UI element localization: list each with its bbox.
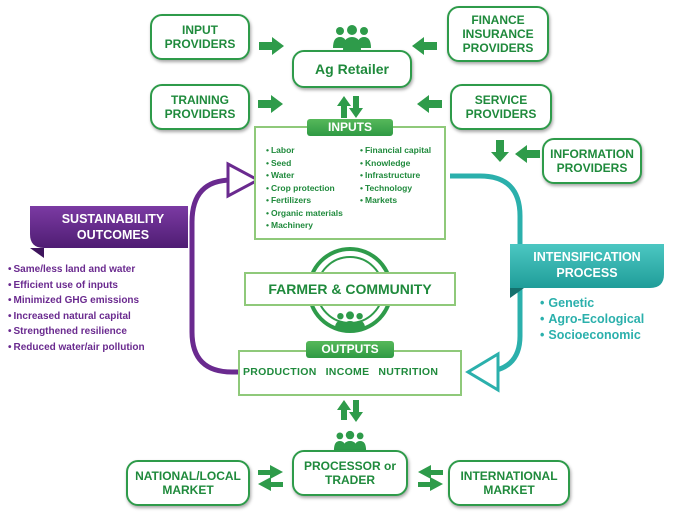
arrow-outputs-processor-up [337,400,351,420]
international-line-1: INTERNATIONAL [460,469,558,483]
input-item: Infrastructure [360,169,431,182]
sustainability-item: Increased natural capital [8,309,145,325]
arrow-finance-to-retailer [412,37,437,55]
inputs-list-right: Financial capital Knowledge Infrastructu… [360,144,431,207]
intensification-banner [510,244,664,298]
information-line-1: INFORMATION [550,147,634,161]
finance-line-3: PROVIDERS [462,41,534,55]
arrow-national-to-processor [258,465,283,479]
arrow-processor-to-international [418,477,443,491]
processor-line-2: TRADER [324,473,375,487]
inputs-list-left: Labor Seed Water Crop protection Fertili… [266,144,343,232]
intensification-title: INTENSIFICATION PROCESS [512,249,662,281]
ag-retailer-label: Ag Retailer [315,61,389,77]
arrow-input-to-retailer [259,37,284,55]
intensification-list: Genetic Agro-Ecological Socioeconomic [540,295,644,343]
national-line-1: NATIONAL/LOCAL [135,469,241,483]
service-line-2: PROVIDERS [465,107,537,121]
sustainability-item: Reduced water/air pollution [8,340,145,356]
finance-line-2: INSURANCE [462,27,534,41]
intensification-item: Agro-Ecological [540,311,644,327]
arrow-international-to-processor [418,465,443,479]
international-line-2: MARKET [483,483,535,497]
arrow-outputs-processor-down [349,400,363,422]
input-item: Crop protection [266,182,343,195]
processor-line-1: PROCESSOR or [303,459,396,473]
training-line-2: PROVIDERS [164,107,236,121]
input-item: Labor [266,144,343,157]
input-providers-line-1: INPUT [182,23,218,37]
service-line-1: SERVICE [474,93,528,107]
input-item: Knowledge [360,157,431,170]
information-line-2: PROVIDERS [556,161,628,175]
sustainability-item: Same/less land and water [8,262,145,278]
input-item: Organic materials [266,207,343,220]
arrow-retailer-inputs-up [337,96,351,118]
sustainability-arrowhead [226,161,262,199]
outputs-title: OUTPUTS [306,341,394,358]
intensification-item: Genetic [540,295,644,311]
input-item: Financial capital [360,144,431,157]
intensification-title-line-2: PROCESS [556,266,618,280]
input-item: Seed [266,157,343,170]
sustainability-item: Strengthened resilience [8,324,145,340]
national-line-2: MARKET [162,483,214,497]
sustainability-item: Efficient use of inputs [8,278,145,294]
ag-retailer-box: Ag Retailer [292,50,412,88]
output-item: INCOME [325,366,370,378]
sustainability-title: SUSTAINABILITY OUTCOMES [38,211,188,243]
intensification-arrowhead [465,351,500,393]
input-providers-line-2: PROVIDERS [164,37,236,51]
intensification-item: Socioeconomic [540,327,644,343]
input-item: Fertilizers [266,194,343,207]
intensification-title-line-1: INTENSIFICATION [533,250,641,264]
people-icon [334,311,366,332]
input-item: Machinery [266,219,343,232]
arrows [258,37,540,491]
output-item: PRODUCTION [243,366,317,378]
arrow-information-to-service [515,145,540,163]
arrow-training-to-inputs [258,95,283,113]
arrow-service-to-inputs [417,95,442,113]
finance-line-1: FINANCE [471,13,525,27]
training-line-1: TRAINING [171,93,229,107]
sustainability-list: Same/less land and water Efficient use o… [8,262,145,355]
input-item: Technology [360,182,431,195]
output-item: NUTRITION [378,366,439,378]
outputs-items: PRODUCTION INCOME NUTRITION [243,366,463,378]
arrow-retailer-inputs-down [349,96,363,118]
farmer-community-label: FARMER & COMMUNITY [244,272,456,306]
input-item: Water [266,169,343,182]
people-icon [333,430,367,452]
sustainability-title-line-2: OUTCOMES [76,228,150,242]
arrow-processor-to-national [258,477,283,491]
sustainability-title-line-1: SUSTAINABILITY [61,212,165,226]
arrow-service-to-information [491,140,509,162]
input-item: Markets [360,194,431,207]
people-icon [333,25,371,50]
sustainability-item: Minimized GHG emissions [8,293,145,309]
inputs-title: INPUTS [307,119,393,136]
sustainability-banner [30,206,188,258]
sustainability-loop [189,161,262,375]
